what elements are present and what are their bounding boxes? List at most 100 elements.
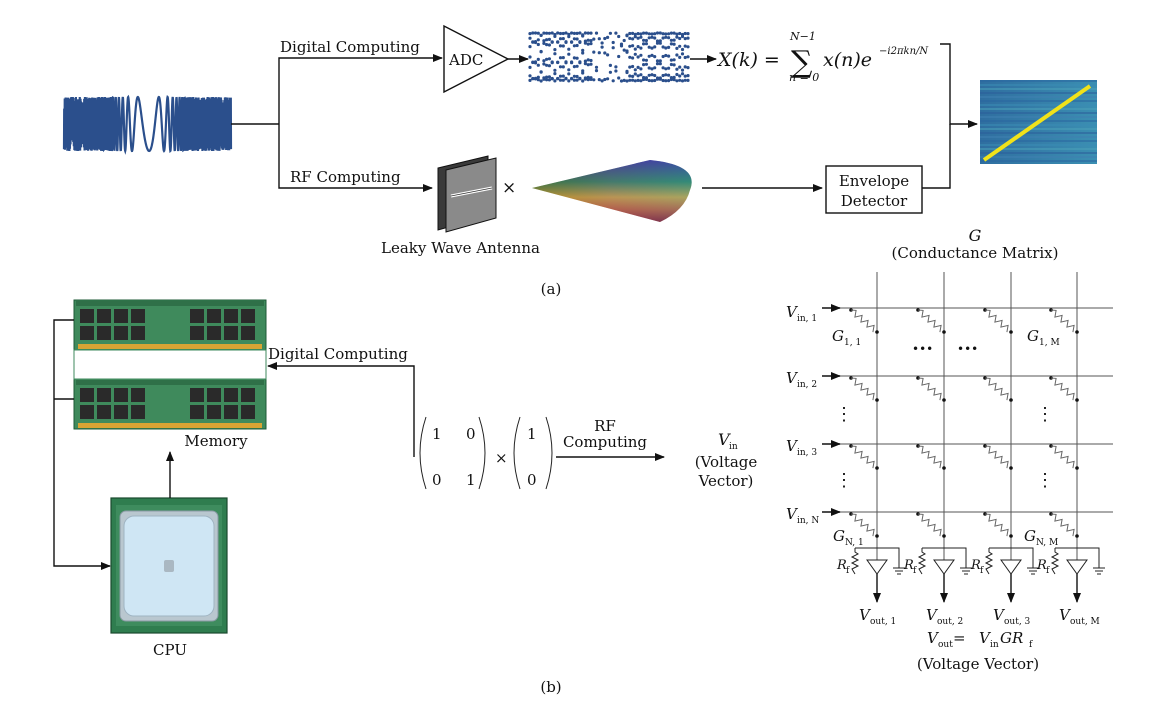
memristor [850, 445, 875, 469]
sample-dot [619, 79, 624, 83]
sample-dot [589, 42, 593, 46]
sample-dot [678, 36, 682, 41]
sample-dot [686, 31, 690, 36]
sample-dot [653, 66, 657, 70]
panel-b: Memory CPU Digital Computing 1 0 0 1 × [53, 226, 1113, 696]
sample-dot [653, 32, 657, 36]
rf-label-line2: Computing [563, 433, 647, 451]
memory-module [73, 299, 267, 430]
sample-dot [650, 32, 654, 36]
sample-dot [639, 32, 643, 36]
cell-node [1075, 398, 1079, 402]
sample-dot [628, 78, 632, 82]
spectrogram-band [980, 84, 1097, 86]
sample-dot [558, 74, 563, 78]
sample-dot [669, 62, 674, 67]
memory-chip [224, 405, 238, 419]
sample-dot [683, 78, 687, 82]
sample-dot [558, 31, 563, 36]
memristor [984, 377, 1009, 401]
sample-dot [578, 61, 582, 65]
sample-dot [628, 36, 632, 41]
sample-dot [594, 65, 599, 69]
matrix-r1c1: 1 [432, 425, 442, 443]
sample-dot [603, 51, 607, 55]
vout-sub: out, M [1070, 617, 1100, 627]
sample-dot [667, 66, 671, 70]
sample-dot [631, 64, 635, 69]
memristor [917, 309, 942, 333]
multiply-symbol: × [502, 178, 516, 198]
cell-node [875, 330, 879, 334]
sample-dot [542, 41, 546, 46]
sample-dot [536, 78, 540, 82]
sample-dot [672, 31, 676, 35]
sample-dot [636, 45, 640, 49]
vin-line3: Vector) [698, 472, 754, 490]
sample-dot [625, 33, 629, 37]
sample-dot [589, 31, 593, 35]
sample-dot [531, 77, 535, 81]
sample-dot [633, 52, 637, 56]
sample-dot [528, 31, 532, 36]
sample-dot [600, 41, 604, 45]
sample-dot [547, 43, 552, 47]
panel-a: Digital Computing ADC X(k) = N−1 ∑ n = 0… [62, 24, 1097, 298]
sample-dot [669, 38, 674, 42]
sample-dot [536, 57, 540, 62]
memory-board [73, 378, 267, 430]
sample-dot [581, 48, 585, 53]
memory-chip [224, 309, 238, 323]
sampled-signal [528, 31, 690, 83]
vin2-sym: V [786, 369, 799, 387]
memristor [984, 445, 1009, 469]
sample-dot [667, 54, 671, 58]
sample-dot [631, 31, 635, 35]
sample-dot [664, 67, 668, 71]
sample-dot [628, 31, 632, 36]
memory-gap [73, 349, 267, 380]
sample-dot [578, 77, 582, 81]
sample-dot [661, 36, 665, 40]
g11-sub: 1, 1 [844, 338, 861, 348]
sample-dot [553, 34, 557, 39]
sample-dot [545, 38, 549, 42]
cell-node [1009, 330, 1013, 334]
sample-dot [606, 53, 610, 57]
matrix-vector-product: 1 0 0 1 × 1 0 [419, 416, 553, 490]
sample-dot [539, 50, 543, 54]
sample-dot [680, 79, 685, 83]
dft-exponent: −i2πkn/N [879, 46, 929, 57]
cpu-label: CPU [153, 641, 187, 659]
sample-dot [664, 53, 668, 58]
memristor [850, 513, 875, 537]
sample-dot [586, 42, 590, 46]
feedback-resistor [1050, 548, 1060, 575]
sample-dot [642, 31, 646, 35]
sample-dot [675, 46, 679, 51]
sample-dot [622, 78, 626, 82]
sample-dot [570, 76, 574, 81]
sample-dot [653, 78, 657, 83]
sample-dot [578, 31, 582, 35]
memory-chip [207, 309, 221, 323]
sample-dot [683, 37, 687, 41]
sample-dot [639, 46, 643, 50]
sample-dot [561, 37, 565, 41]
sample-dot [533, 60, 538, 64]
sample-dot [664, 35, 668, 39]
sample-dot [539, 79, 543, 83]
sample-dot [542, 77, 546, 81]
cell-node [942, 330, 946, 334]
cell-node [942, 398, 946, 402]
sample-dot [536, 38, 540, 42]
memory-label: Memory [184, 432, 248, 450]
caption-a: (a) [541, 280, 562, 298]
sample-dot [639, 67, 643, 71]
sample-dot [597, 51, 601, 55]
sample-dot [572, 37, 577, 41]
vout-sub: out, 1 [870, 617, 896, 627]
spectrogram-band [980, 144, 1097, 146]
sample-dot [686, 78, 690, 82]
matrix-r1c2: 0 [466, 425, 476, 443]
